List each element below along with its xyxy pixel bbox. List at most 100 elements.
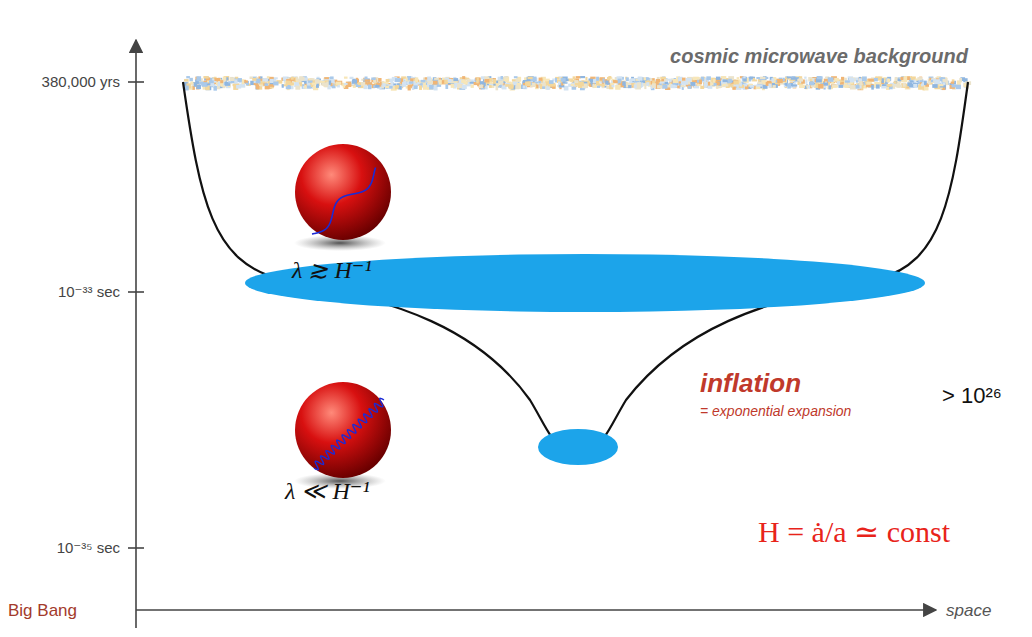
cmb-speck [959, 78, 962, 82]
cmb-speck [525, 81, 531, 86]
cmb-speck [677, 86, 680, 89]
cmb-speck [784, 83, 788, 85]
cmb-speck [901, 77, 904, 80]
cmb-speck [660, 82, 665, 84]
cmb-speck [743, 77, 746, 82]
cmb-speck [637, 82, 641, 85]
cmb-speck [646, 77, 649, 80]
horizon-ellipse [245, 254, 925, 312]
cmb-speck [887, 84, 893, 87]
cmb-speck [607, 77, 610, 80]
cmb-speck [859, 81, 862, 85]
cmb-speck [907, 76, 910, 80]
cmb-speck [622, 81, 625, 85]
cmb-speck [522, 85, 524, 88]
cmb-speck [845, 80, 850, 82]
cmb-speck [264, 83, 268, 86]
cmb-speck [189, 78, 192, 82]
cmb-band [183, 76, 971, 91]
cmb-speck [952, 84, 957, 87]
cmb-speck [757, 82, 762, 84]
cmb-speck [792, 84, 797, 86]
cmb-speck [324, 77, 329, 79]
cmb-speck [866, 82, 870, 87]
cmb-speck [441, 80, 444, 83]
cmb-speck [228, 81, 232, 83]
cmb-speck [421, 80, 426, 83]
cmb-speck [419, 85, 422, 89]
cmb-speck [580, 76, 585, 78]
cmb-speck [256, 85, 259, 90]
cmb-speck [368, 85, 372, 90]
cmb-speck [220, 80, 223, 83]
cmb-speck [626, 77, 629, 81]
cmb-speck [252, 78, 256, 81]
cmb-speck [771, 78, 774, 82]
cmb-speck [856, 80, 858, 82]
cmb-speck [505, 79, 509, 81]
cmb-speck [785, 83, 787, 86]
cmb-speck [866, 85, 871, 88]
cmb-speck [475, 78, 480, 81]
cmb-speck [605, 80, 608, 84]
cmb-speck [291, 77, 294, 80]
cmb-speck [462, 76, 465, 79]
cmb-speck [350, 77, 354, 79]
cmb-speck [402, 83, 405, 85]
cmb-speck [797, 79, 803, 82]
cmb-speck [395, 85, 399, 87]
cmb-speck [750, 85, 754, 88]
cmb-speck [389, 86, 392, 89]
cmb-speck [308, 80, 312, 82]
time-tick-label: 380,000 yrs [42, 73, 120, 90]
cmb-speck [291, 86, 294, 89]
cmb-speck [439, 80, 442, 85]
cmb-speck [571, 84, 574, 86]
cmb-speck [344, 77, 348, 79]
cmb-speck [558, 81, 560, 85]
cmb-speck [690, 82, 695, 86]
cmb-speck [186, 76, 190, 78]
cmb-speck [913, 83, 918, 88]
cmb-speck [628, 85, 631, 88]
cmb-speck [184, 79, 189, 81]
cmb-speck [470, 82, 474, 84]
horizon-ellipse [538, 429, 618, 465]
cmb-speck [716, 86, 721, 88]
cmb-speck [214, 78, 220, 81]
cmb-speck [574, 80, 578, 83]
cmb-speck [590, 77, 595, 79]
cmb-speck [874, 78, 878, 81]
cmb-speck [226, 77, 228, 80]
cmb-speck [517, 83, 521, 86]
cmb-speck [871, 85, 874, 90]
cmb-speck [496, 86, 499, 90]
cmb-speck [939, 84, 944, 86]
cmb-speck [453, 78, 458, 81]
sphere [295, 144, 391, 240]
cmb-speck [921, 83, 924, 86]
cmb-speck [641, 82, 643, 87]
cmb-speck [952, 85, 956, 90]
cmb-speck [505, 84, 509, 87]
cmb-speck [536, 85, 538, 89]
cmb-speck [931, 80, 933, 82]
cmb-speck [480, 81, 484, 84]
cmb-speck [859, 85, 861, 88]
cmb-speck [913, 84, 917, 87]
sphere [295, 382, 391, 478]
cmb-speck [393, 83, 396, 85]
cmb-speck [706, 76, 711, 80]
cmb-speck [495, 83, 498, 86]
tick [128, 291, 144, 293]
cmb-speck [515, 79, 518, 82]
cmb-speck [756, 84, 762, 86]
tick [128, 547, 144, 549]
cmb-speck [723, 79, 728, 82]
cmb-speck [743, 76, 746, 78]
cmb-speck [295, 86, 300, 90]
wave [312, 167, 376, 234]
cmb-speck [505, 78, 509, 82]
cmb-speck [798, 78, 803, 81]
cmb-speck [191, 81, 193, 83]
